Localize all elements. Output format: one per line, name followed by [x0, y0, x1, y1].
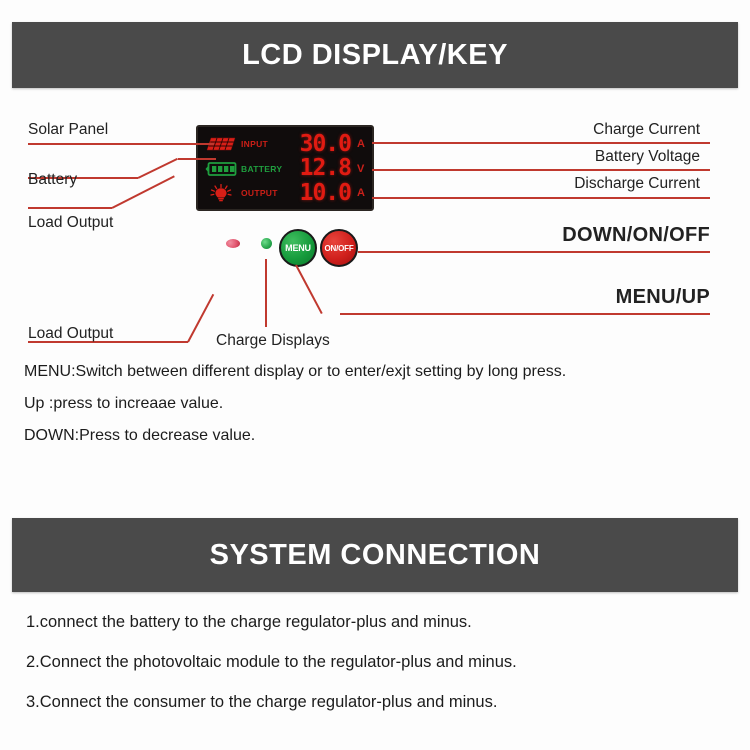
- callout-charge-displays: Charge Displays: [216, 332, 330, 350]
- callout-discharge-current: Discharge Current: [574, 175, 700, 193]
- callout-charge-displays-text: Charge Displays: [216, 332, 330, 349]
- callout-load-output-lower: Load Output: [28, 325, 113, 343]
- menu-button[interactable]: MENU: [279, 229, 317, 267]
- on-off-button-label: ON/OFF: [324, 243, 354, 253]
- lamp-icon: [204, 183, 238, 203]
- leader-line-battery-h2: [178, 158, 216, 160]
- leader-line-charge-current: [372, 142, 710, 144]
- lcd-value-input: 30.0: [299, 130, 352, 157]
- instruction-line-menu: MENU:Switch between different display or…: [24, 363, 566, 381]
- callout-charge-current-text: Charge Current: [593, 121, 700, 138]
- leader-line-discharge-current: [372, 197, 710, 199]
- leader-line-load-output-h: [28, 207, 112, 209]
- lcd-row-output: OUTPUT 10.0 A: [204, 181, 368, 205]
- instruction-line-down: DOWN:Press to decrease value.: [24, 427, 255, 445]
- lcd-tag-battery: BATTERY: [241, 163, 283, 174]
- solar-panel-icon: [204, 134, 238, 154]
- instruction-up-text: Up :press to increaae value.: [24, 395, 224, 412]
- lcd-unit-output: A: [357, 187, 365, 199]
- callout-battery-text: Battery: [28, 171, 78, 188]
- callout-menu-up-text: MENU/UP: [615, 286, 710, 308]
- lcd-row-input: INPUT 30.0 A: [204, 132, 368, 156]
- lcd-display-section-header: LCD DISPLAY/KEY: [12, 22, 738, 88]
- connection-step-1: 1.connect the battery to the charge regu…: [26, 613, 472, 632]
- callout-menu-up: MENU/UP: [616, 286, 710, 309]
- leader-line-battery-h: [28, 177, 138, 179]
- leader-line-charge-displays: [265, 259, 267, 327]
- connection-step-3-text: 3.Connect the consumer to the charge reg…: [26, 693, 498, 711]
- callout-battery: Battery: [28, 171, 77, 189]
- callout-load-output-lower-text: Load Output: [28, 325, 114, 342]
- load-output-led-indicator: [226, 239, 240, 248]
- lcd-unit-battery: V: [357, 162, 365, 175]
- callout-discharge-current-text: Discharge Current: [574, 175, 700, 192]
- lcd-row-battery: BATTERY 12.8 V: [204, 157, 368, 181]
- connection-step-2: 2.Connect the photovoltaic module to the…: [26, 653, 517, 672]
- leader-line-menu-up-h: [340, 313, 710, 315]
- leader-line-load-output2-diag: [187, 293, 215, 343]
- lcd-tag-input: INPUT: [241, 139, 268, 149]
- connection-step-3: 3.Connect the consumer to the charge reg…: [26, 693, 497, 712]
- lcd-value-output: 10.0: [299, 179, 352, 206]
- leader-line-load-output2-h: [28, 341, 188, 343]
- connection-step-2-text: 2.Connect the photovoltaic module to the…: [26, 653, 517, 671]
- callout-solar-panel: Solar Panel: [28, 121, 108, 139]
- callout-down-onoff-text: DOWN/ON/OFF: [562, 224, 710, 246]
- lcd-value-battery: 12.8: [299, 155, 352, 181]
- leader-line-battery-voltage: [372, 169, 710, 171]
- leader-line-down-onoff: [358, 251, 710, 253]
- menu-button-label: MENU: [285, 243, 311, 253]
- lcd-tag-output: OUTPUT: [241, 188, 278, 198]
- instruction-line-up: Up :press to increaae value.: [24, 395, 223, 413]
- callout-load-output-upper-text: Load Output: [28, 214, 114, 231]
- charge-display-led-indicator: [261, 238, 272, 249]
- system-connection-section-header: SYSTEM CONNECTION: [12, 518, 738, 592]
- lcd-unit-input: A: [357, 138, 365, 150]
- callout-down-onoff: DOWN/ON/OFF: [562, 224, 710, 247]
- lcd-header-title: LCD DISPLAY/KEY: [242, 38, 508, 71]
- leader-line-load-output-diag: [111, 175, 175, 209]
- on-off-button[interactable]: ON/OFF: [320, 229, 358, 267]
- leader-line-menu-up-diag: [295, 264, 323, 315]
- leader-line-solar-panel: [28, 143, 214, 145]
- instruction-menu-text: MENU:Switch between different display or…: [24, 363, 567, 380]
- system-header-title: SYSTEM CONNECTION: [209, 538, 541, 571]
- callout-load-output-upper: Load Output: [28, 214, 113, 232]
- battery-icon: [204, 159, 238, 179]
- instruction-down-text: DOWN:Press to decrease value.: [24, 427, 256, 444]
- callout-solar-panel-text: Solar Panel: [28, 121, 109, 138]
- connection-step-1-text: 1.connect the battery to the charge regu…: [26, 613, 472, 631]
- callout-battery-voltage: Battery Voltage: [595, 148, 700, 166]
- callout-battery-voltage-text: Battery Voltage: [594, 148, 700, 165]
- callout-charge-current: Charge Current: [593, 121, 700, 139]
- lcd-screen: INPUT 30.0 A BATTERY 12.8 V: [196, 125, 374, 211]
